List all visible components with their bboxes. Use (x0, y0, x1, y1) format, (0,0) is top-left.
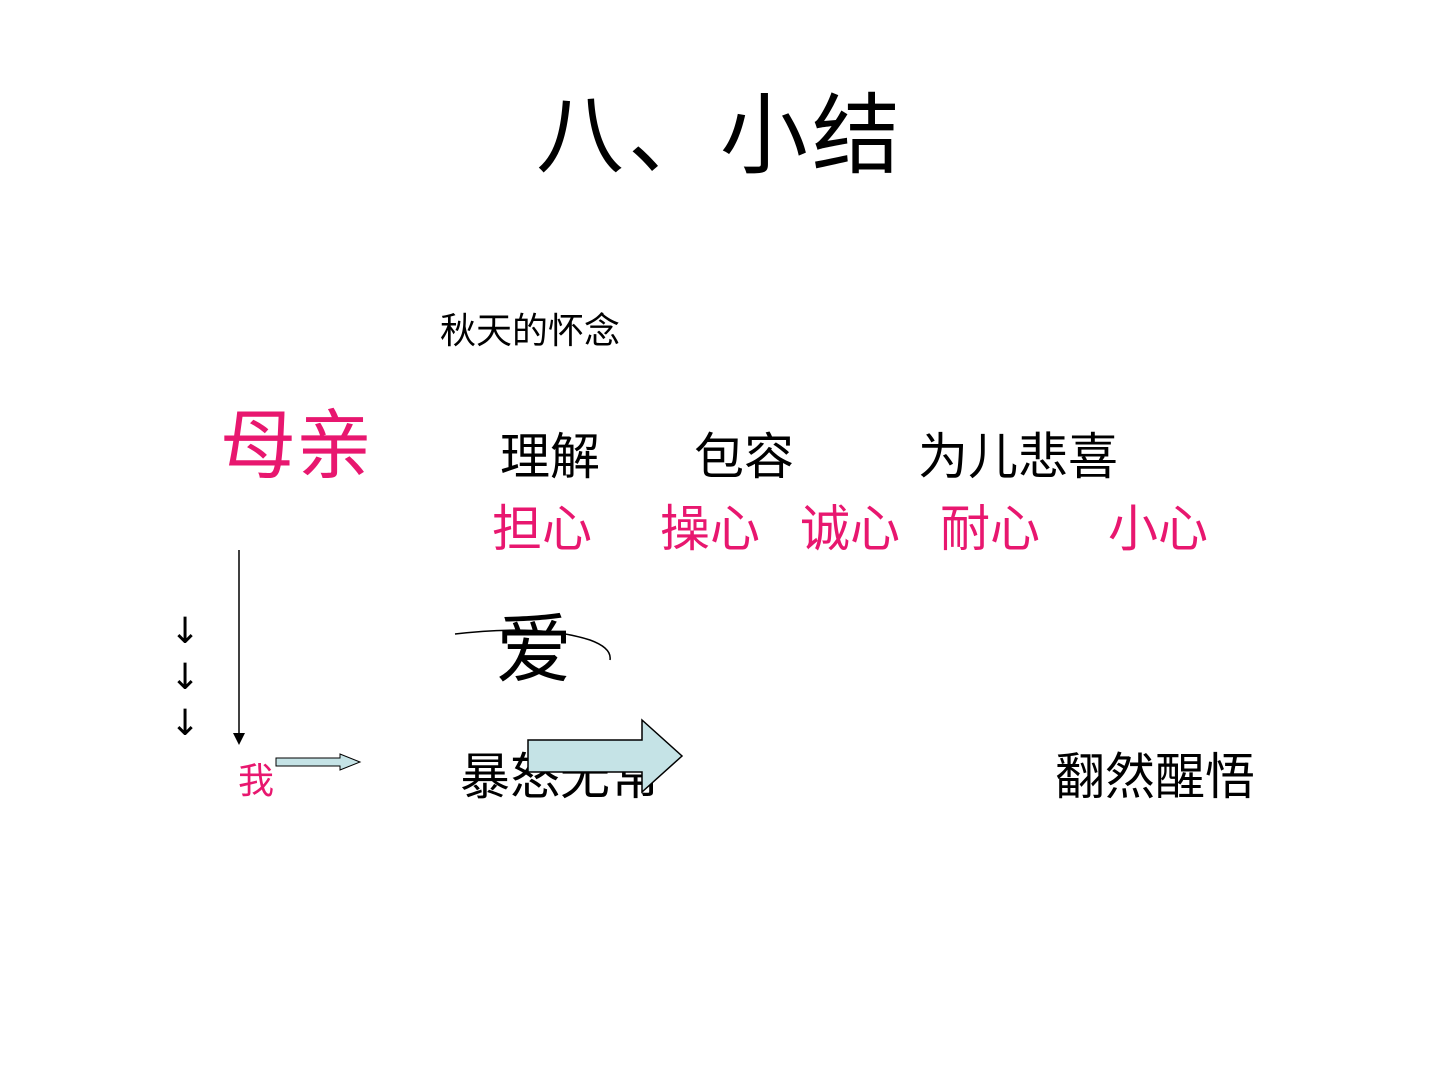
me-label: 我 (238, 761, 275, 802)
down-arrow-1: ↓ (170, 611, 201, 652)
quality-sincerity: 诚心 (800, 500, 900, 558)
mother-to-me-arrowhead (233, 733, 245, 745)
down-arrow-2: ↓ (170, 657, 201, 698)
mother-label: 母亲 (220, 401, 372, 490)
after-state: 翻然醒悟 (1055, 748, 1255, 806)
subtitle: 秋天的怀念 (440, 311, 621, 352)
quality-understanding: 理解 (500, 428, 600, 486)
quality-tolerance: 包容 (694, 428, 794, 486)
slide-title: 八、小结 (535, 84, 904, 187)
love-curve (454, 629, 611, 661)
down-arrow-3: ↓ (170, 703, 201, 744)
quality-share-joy-sorrow: 为儿悲喜 (918, 428, 1118, 486)
quality-patience: 耐心 (940, 500, 1040, 558)
love-char: 爱 (496, 605, 572, 694)
quality-care: 操心 (660, 500, 760, 558)
me-right-arrow (275, 753, 362, 771)
quality-caution: 小心 (1108, 500, 1208, 558)
transform-arrow (527, 718, 684, 794)
quality-worry: 担心 (492, 500, 592, 558)
